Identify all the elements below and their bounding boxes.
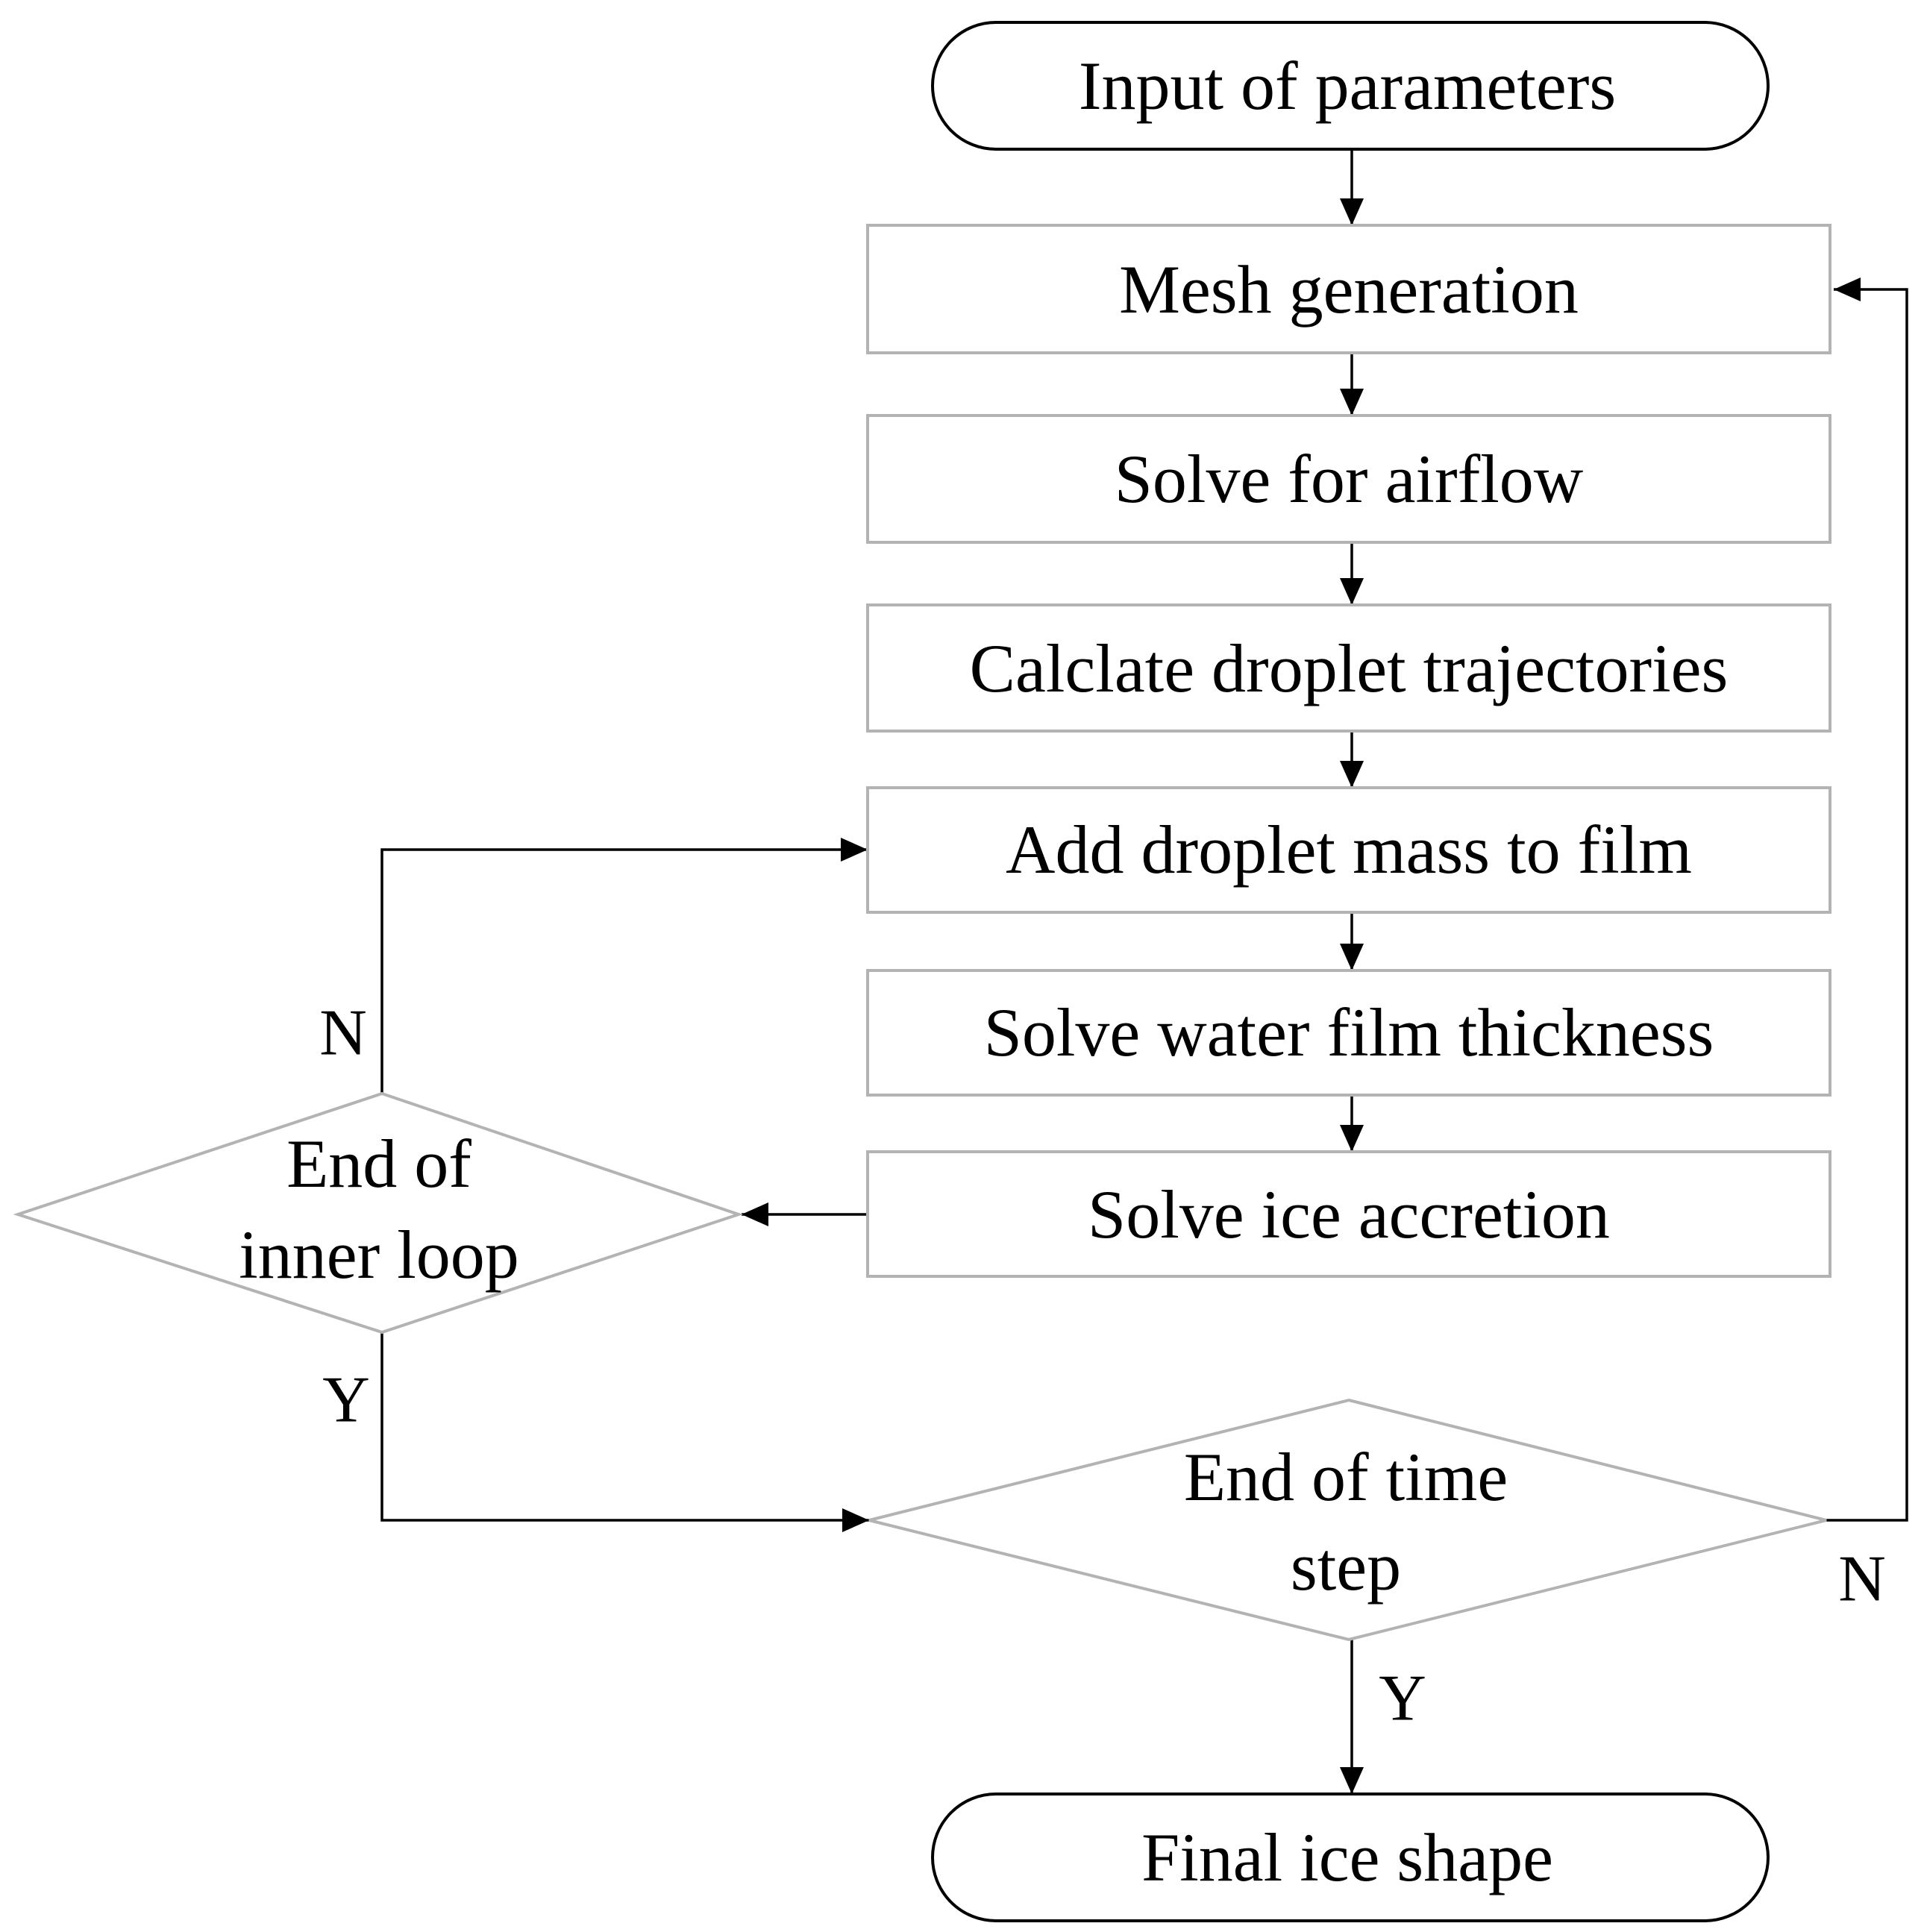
time-step-yes-label: Y <box>1379 1663 1426 1735</box>
start-label: Input of parameters <box>1079 48 1616 124</box>
inner-loop-yes-label: Y <box>322 1364 370 1437</box>
film-label: Solve water film thickness <box>984 994 1714 1070</box>
arrow-inner-loop-yes-to-time-step <box>380 1332 869 1532</box>
decision-time-step: End of time step <box>868 1398 1827 1642</box>
inner-loop-no-label: N <box>319 997 367 1070</box>
process-add-mass: Add droplet mass to film <box>866 786 1831 914</box>
start-terminal: Input of parameters <box>931 21 1770 151</box>
inner-loop-label-line1: End of <box>286 1126 471 1202</box>
connectors <box>380 149 1908 1794</box>
time-step-label-line2: step <box>1291 1528 1401 1605</box>
process-ice: Solve ice accretion <box>866 1150 1831 1278</box>
process-trajectories: Calclate droplet trajectories <box>866 603 1831 733</box>
process-airflow: Solve for airflow <box>866 414 1831 544</box>
process-film: Solve water film thickness <box>866 969 1831 1097</box>
end-label: Final ice shape <box>1141 1819 1553 1895</box>
arrow-time-step-no-to-mesh <box>1826 277 1908 1522</box>
time-step-no-label: N <box>1838 1543 1886 1616</box>
process-mesh: Mesh generation <box>866 224 1831 354</box>
trajectories-label: Calclate droplet trajectories <box>970 630 1729 706</box>
mesh-label: Mesh generation <box>1119 251 1579 327</box>
arrow-inner-loop-no-to-add-mass <box>380 838 868 1094</box>
decision-inner-loop: End of inner loop <box>13 1091 744 1334</box>
add-mass-label: Add droplet mass to film <box>1006 812 1692 888</box>
inner-loop-label-line2: inner loop <box>239 1217 519 1293</box>
airflow-label: Solve for airflow <box>1115 441 1584 517</box>
ice-label: Solve ice accretion <box>1088 1176 1610 1252</box>
end-terminal: Final ice shape <box>931 1793 1770 1922</box>
time-step-label-line1: End of time <box>1184 1439 1508 1515</box>
